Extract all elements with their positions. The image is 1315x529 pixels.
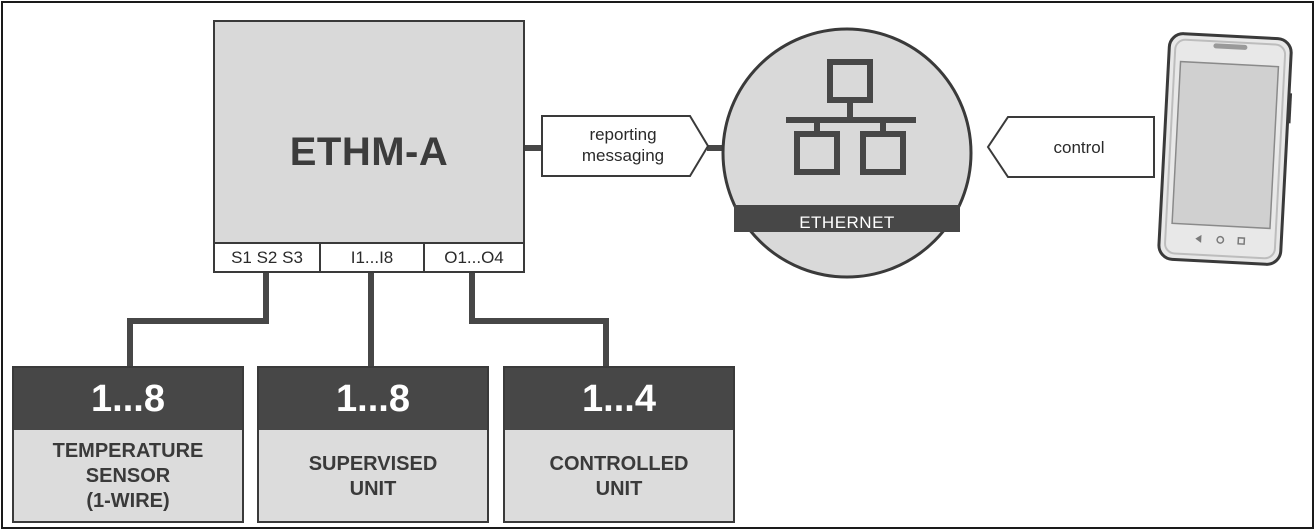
ethernet-band (734, 205, 960, 232)
controlled-connector (469, 273, 609, 366)
ethernet-network (721, 27, 973, 279)
phone-screen (1171, 60, 1280, 230)
sensor-label: TEMPERATURE SENSOR (1-WIRE) (52, 440, 204, 512)
network-icon (786, 59, 916, 175)
control-tag-shape (986, 116, 1155, 178)
supervised-label: SUPERVISED UNIT (308, 452, 438, 500)
controlled-count: 1...4 (505, 368, 733, 430)
supervised-unit-box: 1...8 SUPERVISED UNIT (257, 366, 489, 523)
reporting-tag-shape (541, 115, 710, 177)
temperature-sensor-box: 1...8 TEMPERATURE SENSOR (1-WIRE) (12, 366, 244, 523)
sensor-count: 1...8 (14, 368, 242, 430)
port-inputs: I1...I8 (321, 244, 425, 271)
device-title: ETHM-A (289, 130, 449, 174)
controlled-unit-box: 1...4 CONTROLLED UNIT (503, 366, 735, 523)
smartphone-icon (1157, 32, 1293, 266)
control-label: control (1053, 138, 1105, 157)
controlled-label: CONTROLLED UNIT (549, 452, 689, 500)
ethm-a-module: ETHM-A S1 S2 S3 I1...I8 O1...O4 (213, 20, 525, 273)
supervised-count: 1...8 (259, 368, 487, 430)
port-sensors: S1 S2 S3 (215, 244, 321, 271)
reporting-label: reporting messaging (581, 125, 665, 165)
port-outputs: O1...O4 (444, 247, 504, 267)
sensor-connector (127, 273, 269, 366)
port-strip: S1 S2 S3 I1...I8 O1...O4 (215, 242, 523, 271)
ethernet-label: ETHERNET (799, 213, 895, 232)
